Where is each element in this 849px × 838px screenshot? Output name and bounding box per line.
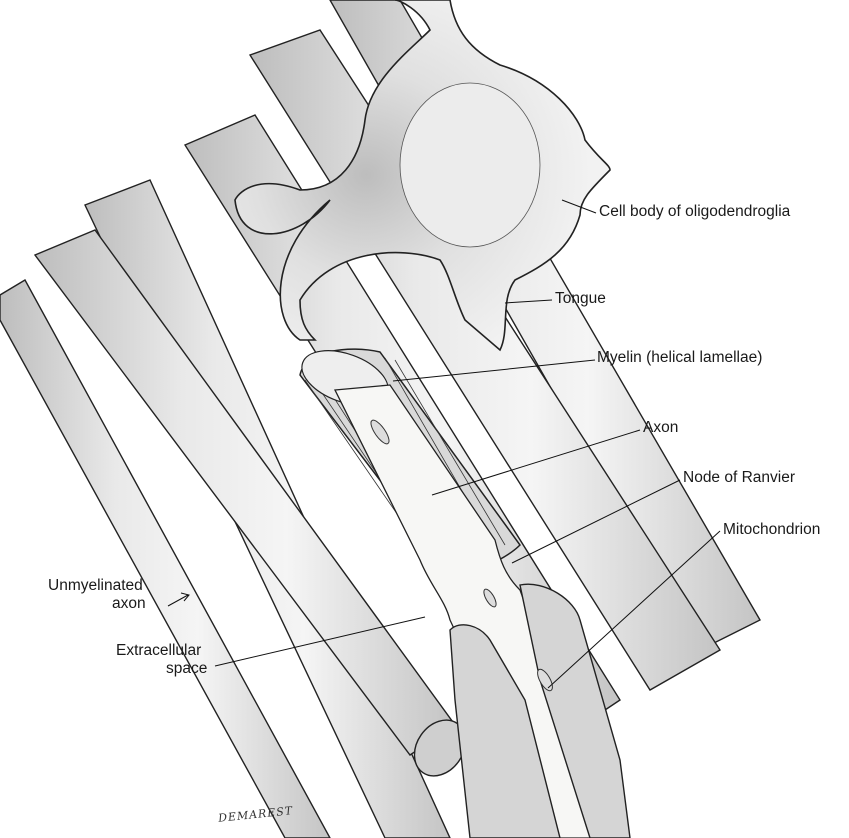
label-node-of-ranvier: Node of Ranvier [683,469,796,486]
leader-mitochondrion [547,530,721,689]
label-axon: Axon [643,419,679,436]
mitochondrion-1 [370,419,390,445]
leader-axon [431,429,641,496]
mitochondrion-2 [483,588,497,608]
leader-extracellular [214,616,426,667]
label-mitochondrion: Mitochondrion [723,521,821,538]
label-myelin: Myelin (helical lamellae) [597,349,763,366]
label-tongue: Tongue [555,290,606,307]
leader-tongue [504,299,553,304]
label-unmyelinated-line1: Unmyelinated [48,577,143,594]
leader-node [511,479,681,564]
leader-lines [167,199,721,689]
label-unmyelinated-line2: axon [112,595,146,612]
mitochondrion-3 [537,668,553,692]
myelin-sheath-lower [449,624,561,838]
arrow-unmyelinated [167,592,190,607]
fiber-left-outer [0,279,331,838]
label-extracellular-line2: space [166,660,208,677]
mitochondria [370,419,553,692]
cell-body-nucleus [399,82,541,248]
myelin-sheath-lower-right [519,583,631,838]
leader-cell-body [561,199,597,214]
leader-myelin [392,359,596,382]
label-cell-body: Cell body of oligodendroglia [599,203,791,220]
label-extracellular-line1: Extracellular [116,642,202,659]
